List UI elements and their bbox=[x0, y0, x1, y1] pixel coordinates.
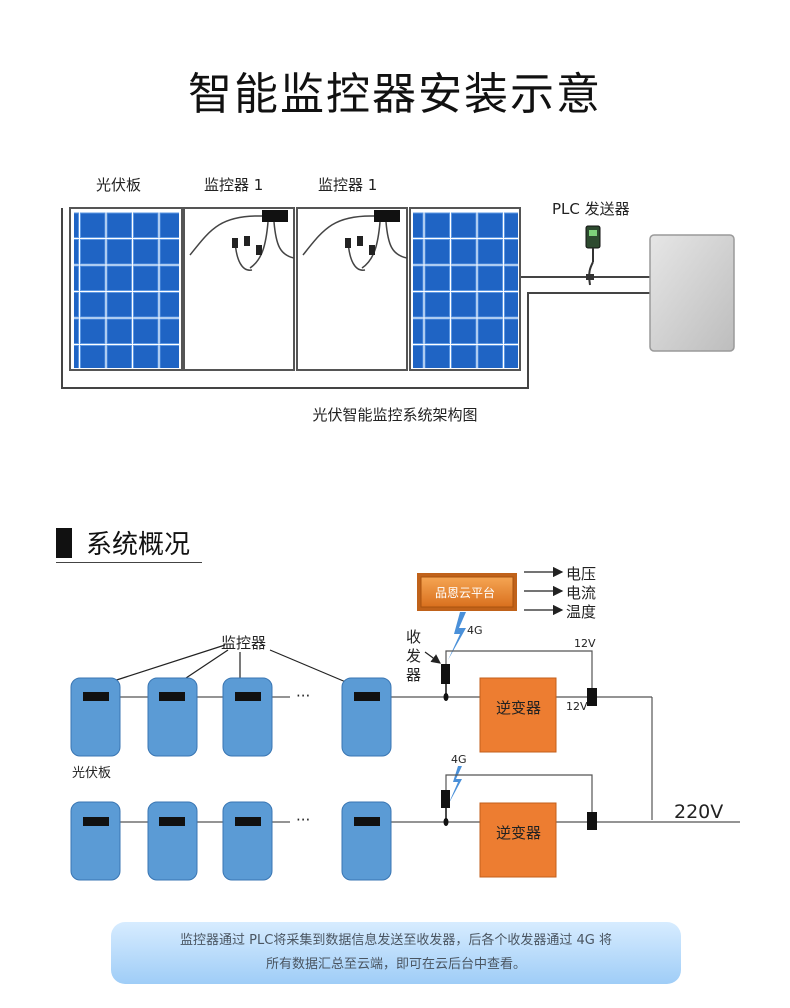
platform-output-arrows bbox=[524, 566, 564, 616]
output-temperature: 温度 bbox=[566, 603, 597, 621]
solar-panel-right bbox=[409, 207, 521, 371]
equipment-box bbox=[649, 234, 735, 352]
adapter-bottom bbox=[587, 812, 597, 830]
receiver-bottom bbox=[441, 790, 450, 826]
signal-4g-top: 4G bbox=[467, 624, 483, 637]
cloud-platform-label: 品恩云平台 bbox=[435, 586, 496, 600]
inverter-bottom-label: 逆变器 bbox=[496, 824, 542, 842]
solar-modules-top bbox=[70, 677, 392, 757]
panel-back-1 bbox=[183, 207, 295, 371]
solar-modules-bottom bbox=[70, 801, 392, 881]
adapter-top bbox=[587, 688, 597, 706]
diagram-caption: 光伏智能监控系统架构图 bbox=[312, 406, 478, 424]
inverter-top-box bbox=[479, 677, 557, 753]
receiver-label-2: 发 bbox=[406, 647, 422, 665]
section-marker bbox=[56, 528, 72, 558]
power-feed-lines bbox=[445, 650, 593, 812]
receiver-label-3: 器 bbox=[406, 666, 422, 684]
cloud-platform bbox=[417, 573, 517, 611]
inverter-top-label: 逆变器 bbox=[496, 699, 542, 717]
lightning-icon-bottom bbox=[448, 766, 462, 805]
plc-sender-icon bbox=[585, 225, 601, 286]
ellipsis-bottom: ··· bbox=[296, 811, 311, 829]
monitor-device-2 bbox=[374, 210, 400, 222]
voltage-12v-top: 12V bbox=[574, 637, 596, 650]
solar-panel-left bbox=[69, 207, 183, 371]
section-underline bbox=[56, 562, 202, 563]
lightning-icon-top bbox=[448, 612, 466, 660]
panel-label: 光伏板 bbox=[72, 766, 112, 781]
installation-diagram bbox=[61, 207, 735, 389]
monitor-label: 监控器 bbox=[221, 634, 267, 652]
label-solar-panel: 光伏板 bbox=[96, 176, 142, 194]
label-plc-sender: PLC 发送器 bbox=[552, 200, 630, 218]
monitor-device-1 bbox=[262, 210, 288, 222]
output-current: 电流 bbox=[566, 584, 597, 602]
output-voltage: 电压 bbox=[566, 565, 597, 583]
bus-line-top bbox=[120, 696, 740, 823]
inverter-bottom-box bbox=[479, 802, 557, 878]
page-title: 智能监控器安装示意 bbox=[188, 69, 602, 120]
section-heading-text: 系统概况 bbox=[86, 530, 191, 560]
receiver-top bbox=[441, 664, 450, 701]
ellipsis-top: ··· bbox=[296, 687, 311, 705]
label-monitor-1: 监控器 1 bbox=[204, 176, 264, 194]
panel-back-2 bbox=[296, 207, 408, 371]
summary-box: 监控器通过 PLC将采集到数据信息发送至收发器，后各个收发器通过 4G 将 所有… bbox=[111, 922, 681, 984]
voltage-12v-side: 12V bbox=[566, 700, 588, 713]
receiver-label-1: 收 bbox=[406, 628, 422, 646]
signal-4g-bottom: 4G bbox=[451, 753, 467, 766]
system-diagram bbox=[70, 566, 740, 881]
label-monitor-2: 监控器 1 bbox=[318, 176, 378, 194]
voltage-220v: 220V bbox=[674, 801, 724, 823]
summary-line-1: 监控器通过 PLC将采集到数据信息发送至收发器，后各个收发器通过 4G 将 bbox=[180, 933, 612, 948]
summary-line-2: 所有数据汇总至云端，即可在云后台中查看。 bbox=[265, 957, 526, 972]
